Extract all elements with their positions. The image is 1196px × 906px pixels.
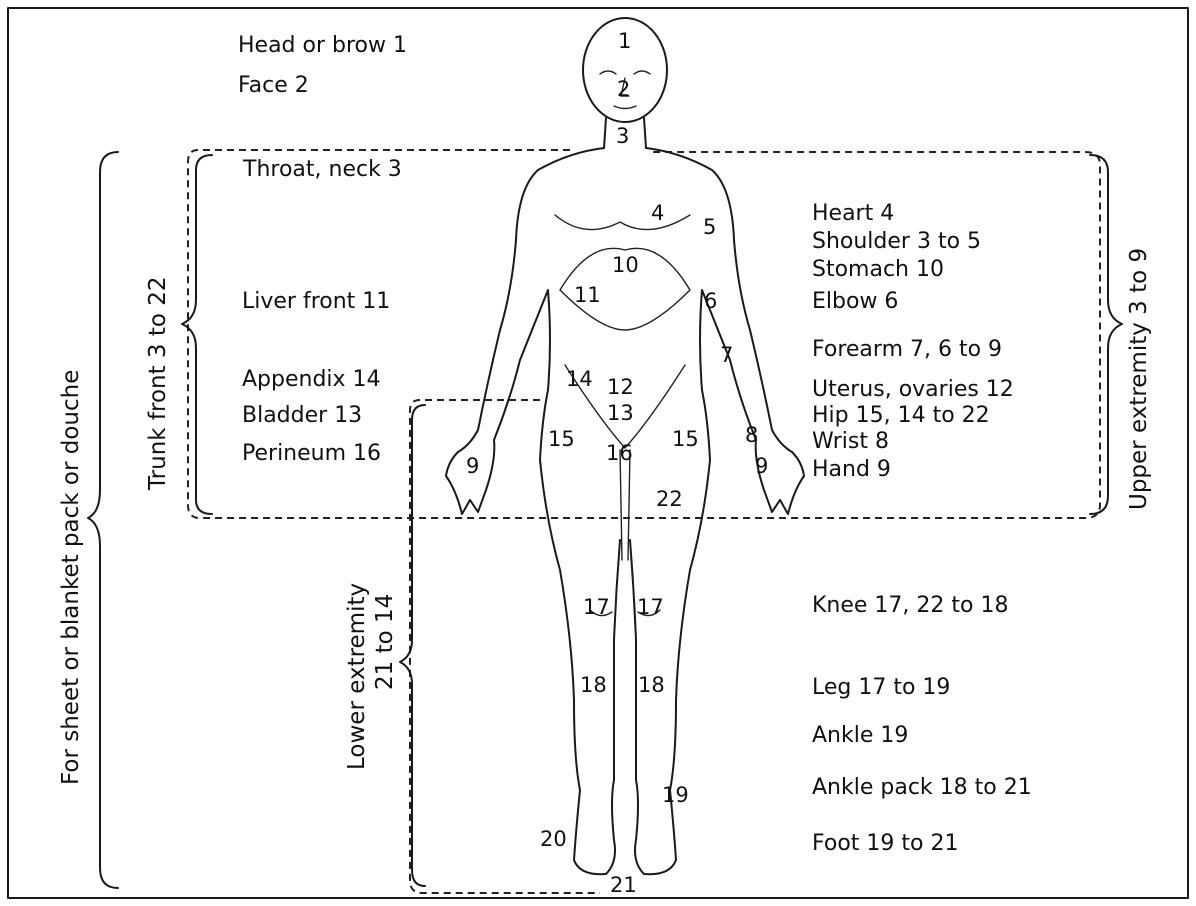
- label-knee: Knee 17, 22 to 18: [812, 593, 1008, 618]
- body-number-5: 5: [703, 215, 716, 239]
- label-perineum: Perineum 16: [242, 441, 381, 466]
- label-head: Head or brow 1: [238, 33, 407, 58]
- label-lower-extremity: Lower extremity: [344, 583, 370, 770]
- torso-left: [446, 148, 620, 874]
- label-leg: Leg 17 to 19: [812, 675, 950, 700]
- body-number-6: 6: [704, 289, 717, 313]
- body-number-1: 1: [618, 29, 631, 53]
- lower-region-box: [410, 400, 600, 893]
- label-stomach: Stomach 10: [812, 257, 944, 282]
- body-number-18-left: 18: [580, 673, 607, 697]
- body-number-7: 7: [720, 343, 733, 367]
- body-number-3: 3: [616, 124, 629, 148]
- label-elbow: Elbow 6: [812, 289, 898, 314]
- body-number-22: 22: [656, 487, 683, 511]
- label-uterus: Uterus, ovaries 12: [812, 377, 1014, 402]
- mouth: [614, 106, 636, 109]
- outer-frame: [8, 8, 1188, 898]
- lower-brace: [400, 405, 425, 886]
- chest-line: [555, 215, 690, 230]
- body-number-9-left: 9: [466, 454, 479, 478]
- label-throat: Throat, neck 3: [242, 157, 402, 182]
- label-foot: Foot 19 to 21: [812, 831, 958, 856]
- body-number-12: 12: [607, 375, 634, 399]
- label-ankle: Ankle 19: [812, 723, 908, 748]
- body-number-13: 13: [607, 401, 634, 425]
- body-number-14: 14: [566, 367, 593, 391]
- body-number-19: 19: [662, 783, 689, 807]
- torso-right: [630, 148, 804, 874]
- label-face: Face 2: [238, 73, 309, 98]
- label-heart: Heart 4: [812, 201, 894, 226]
- body-number-16: 16: [606, 441, 633, 465]
- body-number-17-left: 17: [583, 595, 610, 619]
- label-upper-extremity: Upper extremity 3 to 9: [1126, 248, 1152, 510]
- label-lower-extremity-range: 21 to 14: [372, 594, 398, 690]
- label-ankle-pack: Ankle pack 18 to 21: [812, 775, 1032, 800]
- label-bladder: Bladder 13: [242, 403, 362, 428]
- body-number-9-right: 9: [755, 454, 768, 478]
- label-liver: Liver front 11: [242, 289, 390, 314]
- sheet-brace: [88, 152, 118, 888]
- label-shoulder: Shoulder 3 to 5: [812, 229, 981, 254]
- body-number-2: 2: [617, 77, 630, 101]
- trunk-brace: [182, 155, 212, 514]
- label-appendix: Appendix 14: [242, 367, 381, 392]
- label-sheet-pack: For sheet or blanket pack or douche: [58, 370, 84, 785]
- body-number-18-right: 18: [638, 673, 665, 697]
- label-hand: Hand 9: [812, 457, 891, 482]
- body-number-15-left: 15: [548, 427, 575, 451]
- body-number-15-right: 15: [672, 427, 699, 451]
- label-wrist: Wrist 8: [812, 429, 889, 454]
- label-forearm: Forearm 7, 6 to 9: [812, 337, 1002, 362]
- body-number-20: 20: [540, 827, 567, 851]
- body-number-11: 11: [574, 283, 601, 307]
- body-number-21: 21: [610, 873, 637, 897]
- body-number-10: 10: [612, 253, 639, 277]
- body-number-4: 4: [651, 201, 664, 225]
- upper-brace: [1090, 155, 1122, 514]
- groin-line: [620, 450, 630, 560]
- body-number-8: 8: [745, 423, 758, 447]
- label-hip: Hip 15, 14 to 22: [812, 403, 990, 428]
- body-number-17-right: 17: [637, 595, 664, 619]
- label-trunk-front: Trunk front 3 to 22: [145, 276, 171, 491]
- eyes: [600, 71, 650, 74]
